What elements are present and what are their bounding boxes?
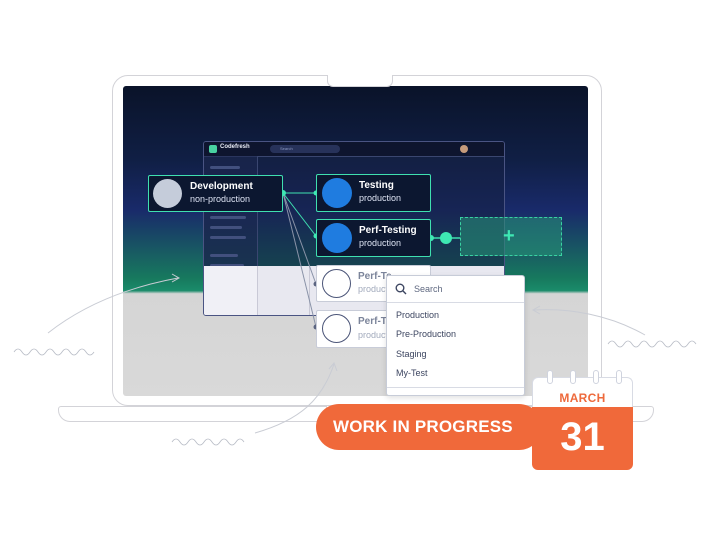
codefresh-logo-icon <box>209 145 217 153</box>
dropdown-search-input[interactable] <box>387 276 524 303</box>
environment-avatar-empty <box>322 269 351 298</box>
dropdown-option[interactable]: Production <box>396 310 440 320</box>
sidebar-item[interactable] <box>210 166 240 169</box>
node-title: Perf-Te <box>358 271 392 282</box>
dropdown-option[interactable]: Staging <box>396 349 427 359</box>
node-subtitle: production <box>359 238 402 248</box>
avatar[interactable] <box>460 145 468 153</box>
app-column-divider <box>309 266 310 315</box>
node-subtitle: productio <box>358 330 396 340</box>
app-name: Codefresh <box>220 144 250 150</box>
node-subtitle: productio <box>358 284 396 294</box>
dropdown-option[interactable]: My-Test <box>396 368 428 378</box>
app-search-input[interactable]: Search <box>270 145 340 153</box>
node-title: Perf-Te <box>358 316 392 327</box>
calendar-day: 31 <box>560 415 605 459</box>
search-icon <box>395 283 407 295</box>
sidebar-item[interactable] <box>210 264 244 267</box>
calendar-ring-icon <box>616 370 622 384</box>
calendar-month: MARCH <box>559 391 606 405</box>
app-sidebar-lower <box>204 266 258 315</box>
environment-avatar-empty <box>322 314 351 343</box>
work-in-progress-badge <box>316 404 542 450</box>
calendar-body <box>532 407 633 470</box>
dropdown-search-placeholder: Search <box>414 284 443 294</box>
node-title: Development <box>190 181 253 192</box>
environment-avatar <box>153 179 182 208</box>
sidebar-item[interactable] <box>210 236 246 239</box>
badge-label: WORK IN PROGRESS <box>333 417 513 436</box>
calendar-ring-icon <box>547 370 553 384</box>
calendar-ring-icon <box>593 370 599 384</box>
node-title: Perf-Testing <box>359 225 417 236</box>
add-environment-dropzone[interactable] <box>460 217 562 256</box>
calendar-ring-icon <box>570 370 576 384</box>
laptop-notch <box>327 75 393 87</box>
environment-avatar <box>322 178 352 208</box>
environment-dropdown: Search Production Pre-Production Staging… <box>386 275 525 396</box>
sidebar-item[interactable] <box>210 216 246 219</box>
dropdown-divider <box>387 387 524 388</box>
environment-avatar <box>322 223 352 253</box>
sidebar-item[interactable] <box>210 226 242 229</box>
dropdown-option[interactable]: Pre-Production <box>396 329 457 339</box>
plus-icon[interactable]: + <box>503 225 515 247</box>
node-subtitle: non-production <box>190 194 251 204</box>
node-subtitle: production <box>359 193 402 203</box>
sidebar-item[interactable] <box>210 254 238 257</box>
node-title: Testing <box>359 180 394 191</box>
